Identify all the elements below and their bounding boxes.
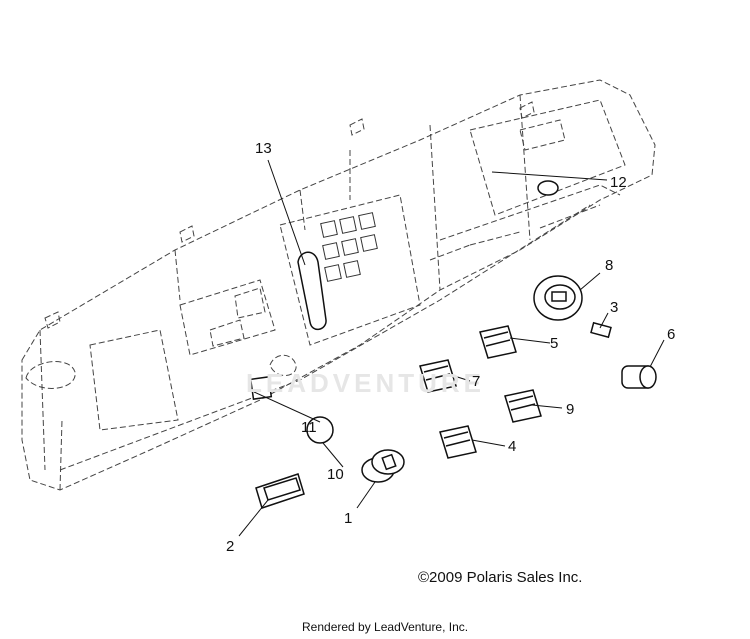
- callout-6: 6: [667, 326, 676, 343]
- callout-4: 4: [508, 438, 517, 455]
- part-6-accessory-plug: [621, 365, 657, 389]
- callout-11: 11: [301, 419, 317, 436]
- callout-2: 2: [226, 538, 235, 555]
- callout-10: 10: [327, 466, 344, 483]
- callout-12: 12: [610, 174, 627, 191]
- callout-3: 3: [610, 299, 619, 316]
- part-10-cap: [306, 416, 334, 444]
- part-12-plug: [537, 180, 559, 196]
- callout-7: 7: [472, 373, 481, 390]
- copyright-text: ©2009 Polaris Sales Inc.: [418, 569, 583, 586]
- callout-1: 1: [344, 510, 353, 527]
- part-7-rocker-switch: [419, 359, 457, 393]
- part-4-rocker-switch: [439, 425, 477, 459]
- part-2-gear-indicator-plate: [255, 473, 305, 509]
- center-switch-panel: [320, 212, 378, 282]
- callout-5: 5: [550, 335, 559, 352]
- part-13-lens: [297, 251, 327, 331]
- part-9-rocker-switch: [504, 389, 542, 423]
- dashboard-body: [21, 79, 656, 491]
- part-8-power-outlet: [533, 275, 583, 321]
- part-3-fastener: [590, 321, 612, 339]
- part-11-label: [249, 375, 273, 401]
- callout-13: 13: [255, 140, 272, 157]
- leader-lines: [238, 159, 665, 537]
- callout-8: 8: [605, 257, 614, 274]
- callout-9: 9: [566, 401, 575, 418]
- leadventure-watermark: LEADVENTURE: [246, 368, 486, 398]
- part-1-ignition-switch: [361, 449, 405, 483]
- part-5-rocker-switch: [479, 325, 517, 359]
- rendered-by-text: Rendered by LeadVenture, Inc.: [302, 620, 469, 634]
